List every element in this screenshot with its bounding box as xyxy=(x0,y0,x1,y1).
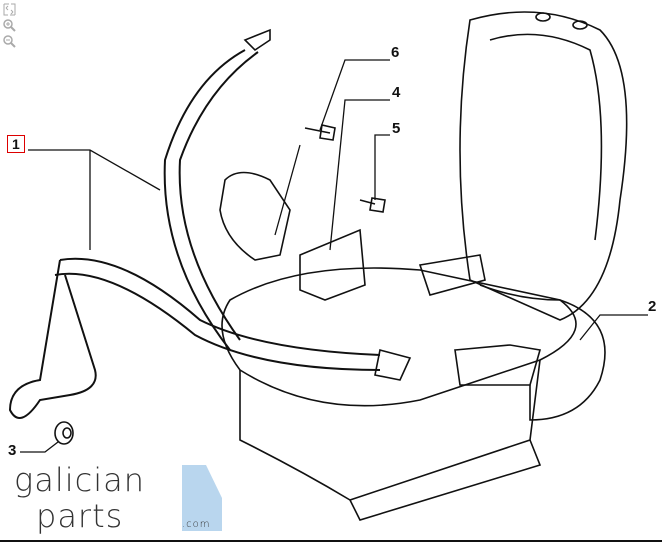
bottom-border xyxy=(0,540,662,542)
zoom-in-icon[interactable] xyxy=(3,19,16,32)
buckle-2 xyxy=(418,254,606,421)
bracket-4 xyxy=(299,228,366,301)
callout-2[interactable]: 2 xyxy=(648,298,657,315)
logo-line2: parts xyxy=(36,497,124,535)
logo-suffix: .com xyxy=(182,519,211,530)
retractor xyxy=(219,28,291,261)
leader-lines xyxy=(20,59,648,453)
callout-6[interactable]: 6 xyxy=(391,44,400,61)
callout-5[interactable]: 5 xyxy=(392,120,401,137)
callout-1[interactable]: 1 xyxy=(7,135,25,153)
bolts xyxy=(304,124,386,213)
logo-line1: galician xyxy=(14,461,145,499)
seat-drawing xyxy=(221,11,628,521)
callout-3[interactable]: 3 xyxy=(8,442,17,459)
zoom-toolbar xyxy=(3,3,19,51)
spacer-3 xyxy=(54,421,74,445)
galicianparts-logo: galician parts .com xyxy=(14,463,224,535)
fit-page-icon[interactable] xyxy=(3,3,16,16)
zoom-out-icon[interactable] xyxy=(3,35,16,48)
callout-4[interactable]: 4 xyxy=(392,84,401,101)
seat-belt-webbing xyxy=(8,49,412,419)
